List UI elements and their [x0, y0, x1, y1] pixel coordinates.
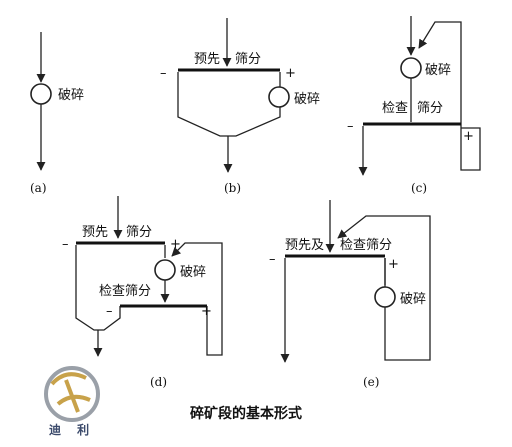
minus-sign-b: – [160, 66, 167, 81]
crusher-label-e: 破碎 [400, 292, 426, 307]
plus-sign-c: + [463, 129, 474, 144]
crusher-label-a: 破碎 [58, 88, 84, 103]
hopper-d [75, 245, 121, 331]
crusher-c [400, 57, 422, 79]
diagram-e: 预先及 检查筛分 – + 破碎 (e) [269, 200, 431, 389]
crusher-e [374, 286, 396, 308]
return-line-d [171, 242, 223, 356]
panel-label-b: (b) [224, 181, 241, 195]
check-label-c: 检查 [382, 101, 408, 116]
diagram-b: 预先 筛分 – + 破碎 (b) [160, 18, 320, 195]
panel-label-c: (c) [411, 181, 427, 195]
plus-sign-b: + [285, 66, 296, 81]
pre-and-label-e: 预先及 [285, 238, 324, 253]
check-screen-label-e: 检查筛分 [340, 238, 392, 253]
pre-label-d: 预先 [82, 225, 108, 240]
screen-label-d: 筛分 [126, 225, 152, 240]
panel-label-d: (d) [150, 375, 167, 389]
hopper-b [177, 72, 281, 137]
crusher-a [30, 83, 52, 105]
pre-screen-label-b-2: 筛分 [235, 52, 261, 67]
minus-sign-e: – [269, 252, 276, 267]
screen-label-c: 筛分 [417, 101, 443, 116]
minus-sign-d2: – [106, 304, 113, 319]
crusher-label-c: 破碎 [425, 63, 451, 78]
logo-text: 迪 利 [49, 422, 95, 437]
plus-sign-e: + [388, 257, 399, 272]
minus-sign-c: – [347, 119, 354, 134]
crusher-b [268, 86, 290, 108]
company-logo: 迪 利 [44, 366, 100, 437]
logo-ring [44, 366, 100, 422]
logo-glyph [50, 372, 91, 413]
plus-sign-d2: + [201, 304, 212, 319]
figure-caption: 碎矿段的基本形式 [190, 405, 302, 422]
plus-sign-d: + [170, 237, 181, 252]
panel-label-e: (e) [363, 375, 379, 389]
diagram-a: 破碎 (a) [30, 32, 84, 195]
diagram-d: 预先 筛分 – + 破碎 检查筛分 – + (d) [62, 196, 223, 389]
return-line-c [418, 21, 481, 171]
minus-sign-d: – [62, 237, 69, 252]
pre-screen-label-b-1: 预先 [194, 52, 220, 67]
check-screen-label-d: 检查筛分 [99, 284, 151, 299]
diagram-c: 破碎 检查 筛分 – + (c) [347, 16, 481, 195]
return-line-e [337, 215, 431, 361]
crusher-label-d: 破碎 [180, 265, 206, 280]
panel-label-a: (a) [30, 181, 47, 195]
crusher-label-b: 破碎 [294, 92, 320, 107]
crusher-d [154, 259, 176, 281]
